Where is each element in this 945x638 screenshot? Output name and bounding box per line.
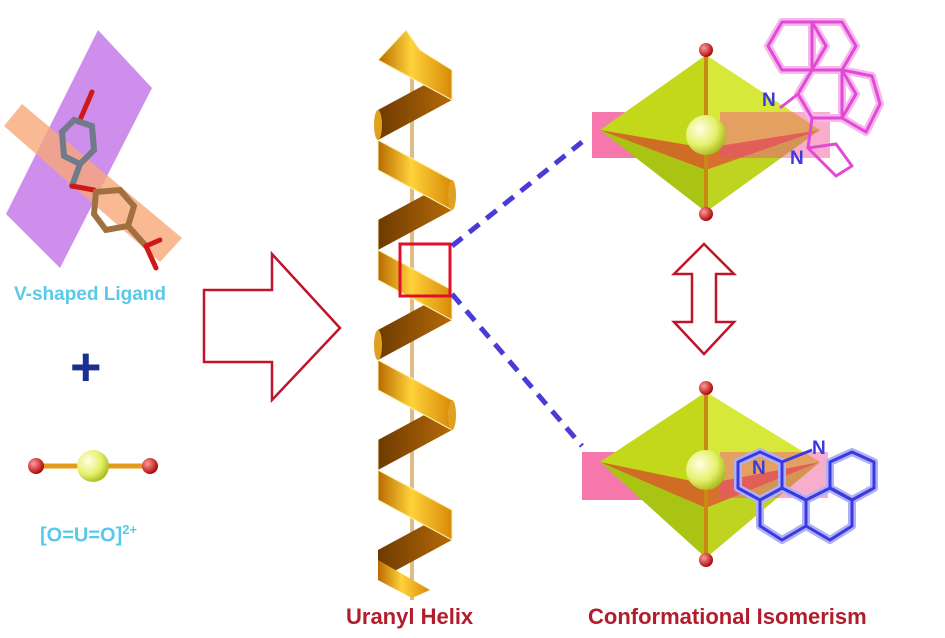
plus-sign: + (70, 337, 102, 397)
oxygen-atom-bottom-2 (699, 553, 713, 567)
uranium-atom (77, 450, 109, 482)
connector-bottom (450, 292, 584, 448)
helix-highlight-box (398, 242, 452, 298)
isomerism-caption: Conformational Isomerism (588, 604, 867, 629)
nitrogen-label-top-1: N (762, 90, 776, 111)
uranyl-ion-charge: 2+ (122, 522, 138, 537)
oxygen-atom-left (28, 458, 44, 474)
connector-top (450, 140, 584, 248)
nitrogen-label-top-2: N (790, 148, 804, 169)
oxygen-atom-bottom (699, 207, 713, 221)
ligand-plane-purple (6, 30, 152, 268)
oxygen-atom-top (699, 43, 713, 57)
nitrogen-label-bottom-1: N (752, 458, 766, 479)
equilibrium-double-arrow (670, 242, 738, 356)
oxygen-atom-right (142, 458, 158, 474)
ligand-molecule (58, 89, 163, 271)
ligand-label: V-shaped Ligand (14, 284, 167, 305)
ligand-model (4, 30, 182, 271)
helix-caption: Uranyl Helix (346, 604, 474, 629)
octahedron-top (592, 43, 830, 221)
uranyl-ion-formula: [O=U=O] (40, 524, 123, 547)
uranyl-ion-label: [O=U=O]2+ (40, 522, 137, 548)
oxygen-atom-top-2 (699, 381, 713, 395)
ligand-plane-orange (4, 104, 182, 262)
helix-ribbon (374, 29, 456, 600)
phenanthroline-blue (734, 448, 878, 544)
phenanthroline-pink (764, 18, 884, 178)
reaction-arrow (202, 250, 342, 404)
nitrogen-label-bottom-2: N (812, 438, 826, 459)
uranyl-ion-model (28, 450, 158, 482)
